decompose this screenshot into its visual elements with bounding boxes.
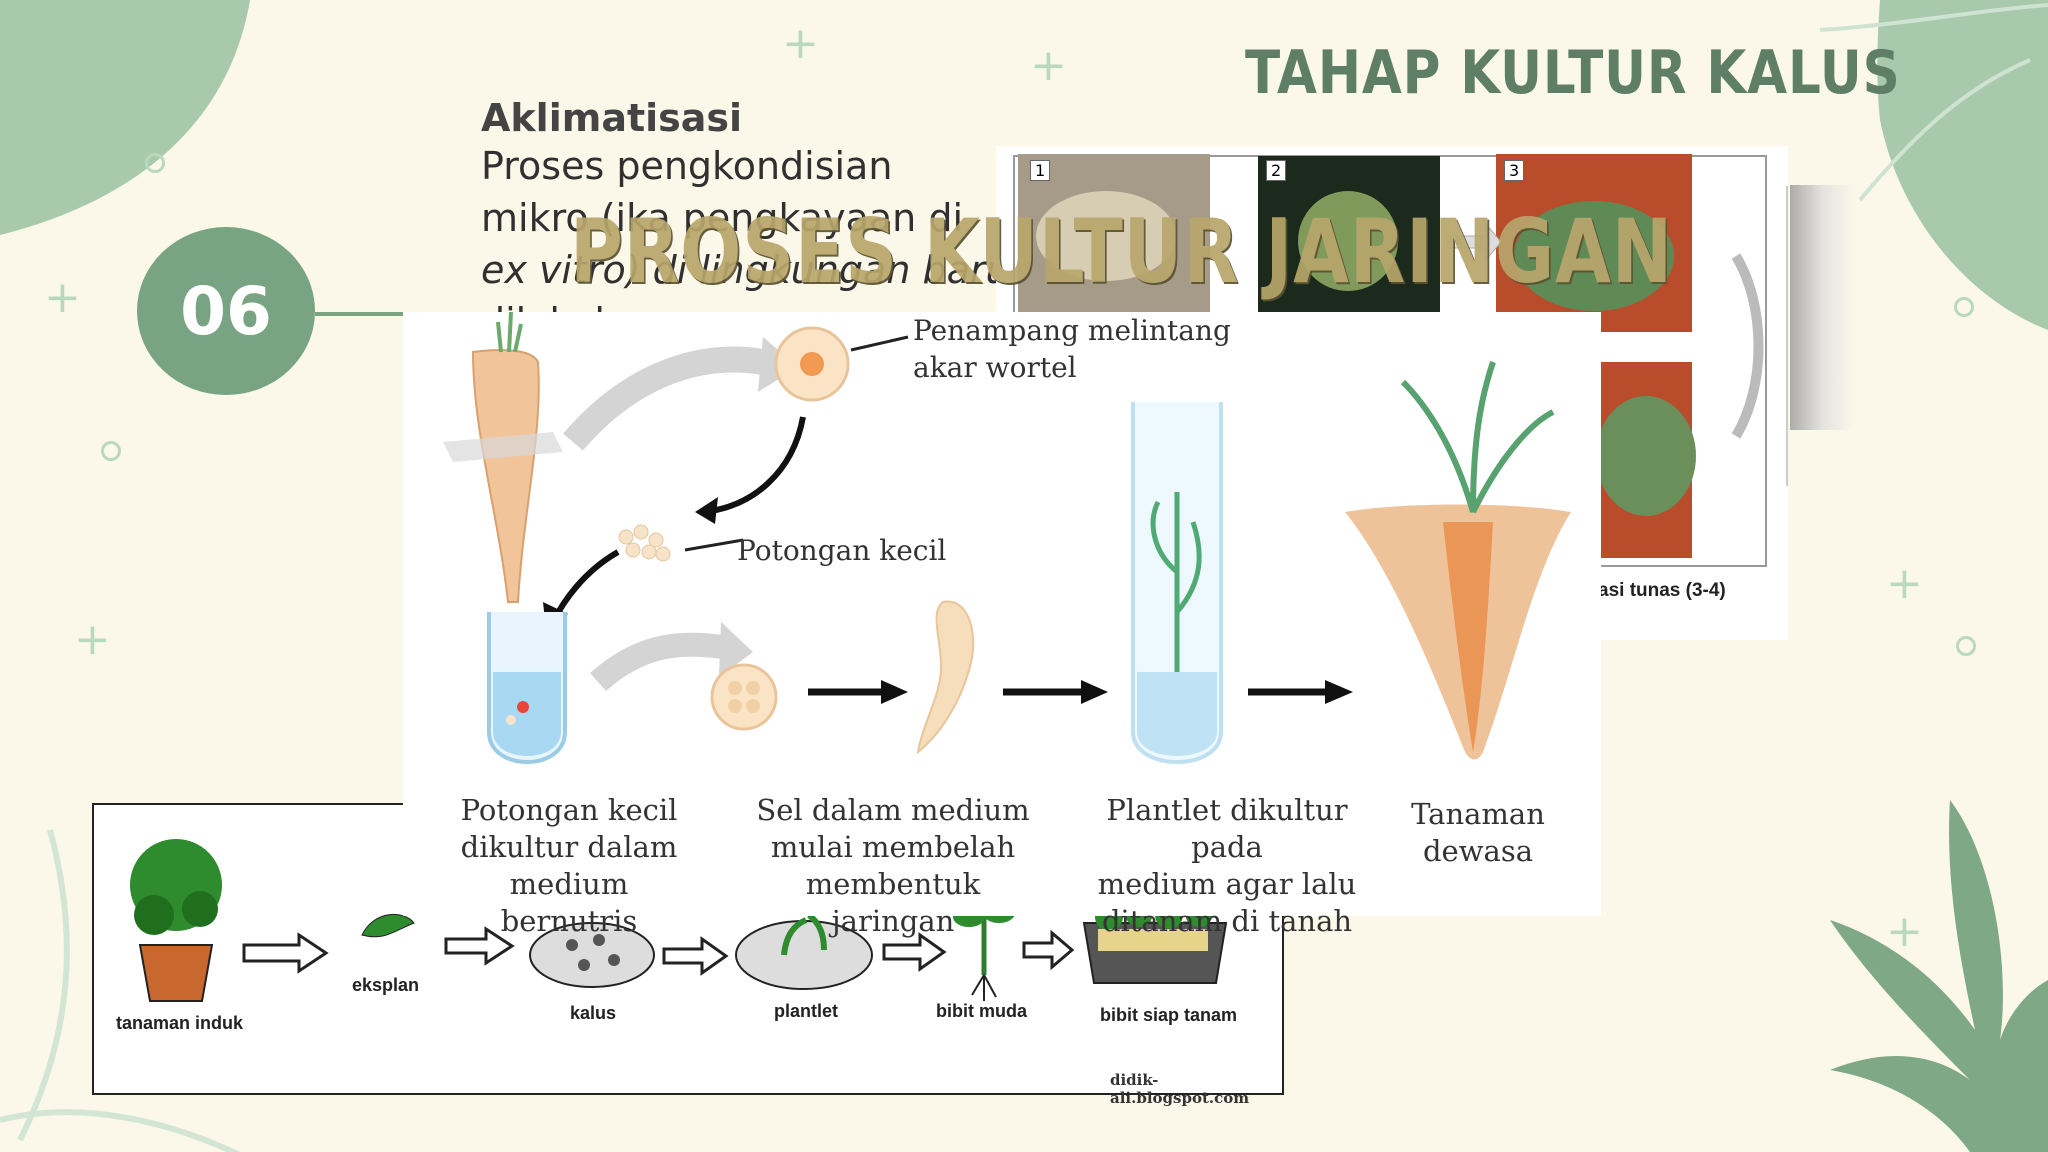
source-credit: didik-ali.blogspot.com (1110, 1071, 1250, 1107)
deco-ring (1954, 297, 1974, 317)
corner-leaf-top-right (1819, 0, 2048, 330)
label-line: Penampang melintang (913, 314, 1231, 347)
slide-number-badge: 06 (137, 227, 315, 395)
caption-line: Sel dalam medium (756, 793, 1030, 827)
text-line: mikro (ika pengkayaan di (481, 196, 964, 240)
caption-line: dewasa (1422, 834, 1533, 868)
deco-plus: + (1886, 906, 1923, 957)
caption-step-4: Tanaman dewasa (1393, 796, 1563, 870)
caption-line: medium bernutris (500, 867, 638, 938)
caption-step-3: Plantlet dikultur pada medium agar lalu … (1067, 792, 1387, 940)
caption-line: Potongan kecil (460, 793, 678, 827)
process-strip-graphic (130, 839, 1228, 1002)
corner-leaf-bottom-left (0, 829, 241, 1152)
step-label: bibit muda (936, 1001, 1027, 1021)
label-small-pieces: Potongan kecil (737, 534, 947, 567)
caption-line: dikultur dalam (460, 830, 678, 864)
deco-plus: + (44, 272, 81, 323)
deco-plus: + (1030, 40, 1067, 91)
photo-label: 2 (1266, 160, 1287, 181)
step-label: tanaman induk (116, 1013, 244, 1033)
label-cross-section: Penampang melintang akar wortel (913, 312, 1231, 386)
corner-leaf-bottom-right (1830, 800, 2048, 1152)
photo-label: 1 (1030, 160, 1051, 181)
deco-plus: + (782, 18, 819, 69)
caption-line: mulai membelah (770, 830, 1016, 864)
deco-plus: + (1886, 558, 1923, 609)
carrot-diagram-graphic (443, 311, 1571, 764)
step-label: bibit siap tanam (1100, 1005, 1238, 1025)
deco-ring (101, 441, 121, 461)
step-label: kalus (570, 1003, 617, 1023)
aklimatisasi-text: Aklimatisasi Proses pengkondisian mikro … (481, 96, 1010, 348)
text-line: Proses pengkondisian (481, 144, 893, 188)
caption-line: medium agar lalu (1097, 867, 1357, 901)
caption-step-1: Potongan kecil dikultur dalam medium ber… (439, 792, 699, 940)
overlay-heading: PROSES KULTUR JARINGAN (570, 200, 1673, 303)
badge-connector-line (315, 312, 410, 316)
photo-caption: asi tunas (3-4) (1598, 580, 1726, 601)
caption-step-2: Sel dalam medium mulai membelah membentu… (743, 792, 1043, 940)
caption-line: Tanaman (1411, 797, 1545, 831)
step-label: eksplan (352, 975, 420, 995)
caption-line: Plantlet dikultur pada (1106, 793, 1348, 864)
caption-line: membentuk jaringan (805, 867, 981, 938)
deco-ring (145, 153, 165, 173)
deco-plus: + (74, 614, 111, 665)
blurred-edge (1790, 185, 1854, 430)
text-line: ex vitro) di lingkungan baru (481, 248, 1010, 292)
text-heading: Aklimatisasi (481, 96, 743, 140)
label-line: akar wortel (913, 351, 1077, 384)
photo-label: 3 (1504, 160, 1525, 181)
caption-line: ditanam di tanah (1101, 904, 1353, 938)
carrot-culture-diagram: Penampang melintang akar wortel Potongan… (403, 311, 1601, 938)
corner-leaf-top-left (0, 0, 250, 235)
step-label: plantlet (774, 1001, 839, 1021)
deco-ring (1956, 636, 1976, 656)
slide-title: TAHAP KULTUR KALUS (1245, 38, 1901, 108)
